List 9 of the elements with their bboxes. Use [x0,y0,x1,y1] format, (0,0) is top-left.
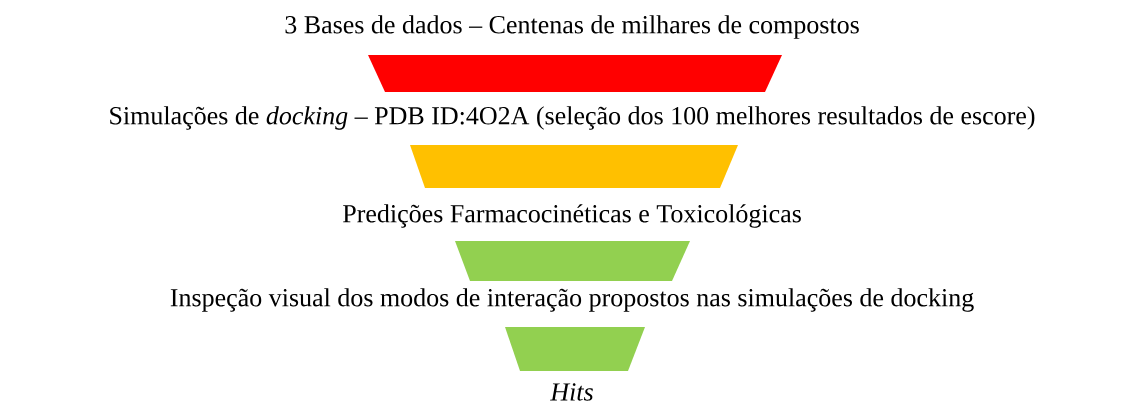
stage-label: Hits [550,383,593,401]
funnel-segment [410,145,738,188]
funnel-segment [368,55,782,92]
funnel-segment [455,241,690,281]
funnel-segment [505,327,645,371]
stage-label: Inspeção visual dos modos de interação propostos nas simulações de docking [170,288,974,312]
stage-label: 3 Bases de dados – Centenas de milhares de compostos [285,15,859,39]
stage-label: Predições Farmacocinéticas e Toxicológicas [343,204,801,228]
stage-label: Simulações de docking – PDB ID:4O2A (seleção dos 100 melhores resultados de escore) [110,106,1035,130]
